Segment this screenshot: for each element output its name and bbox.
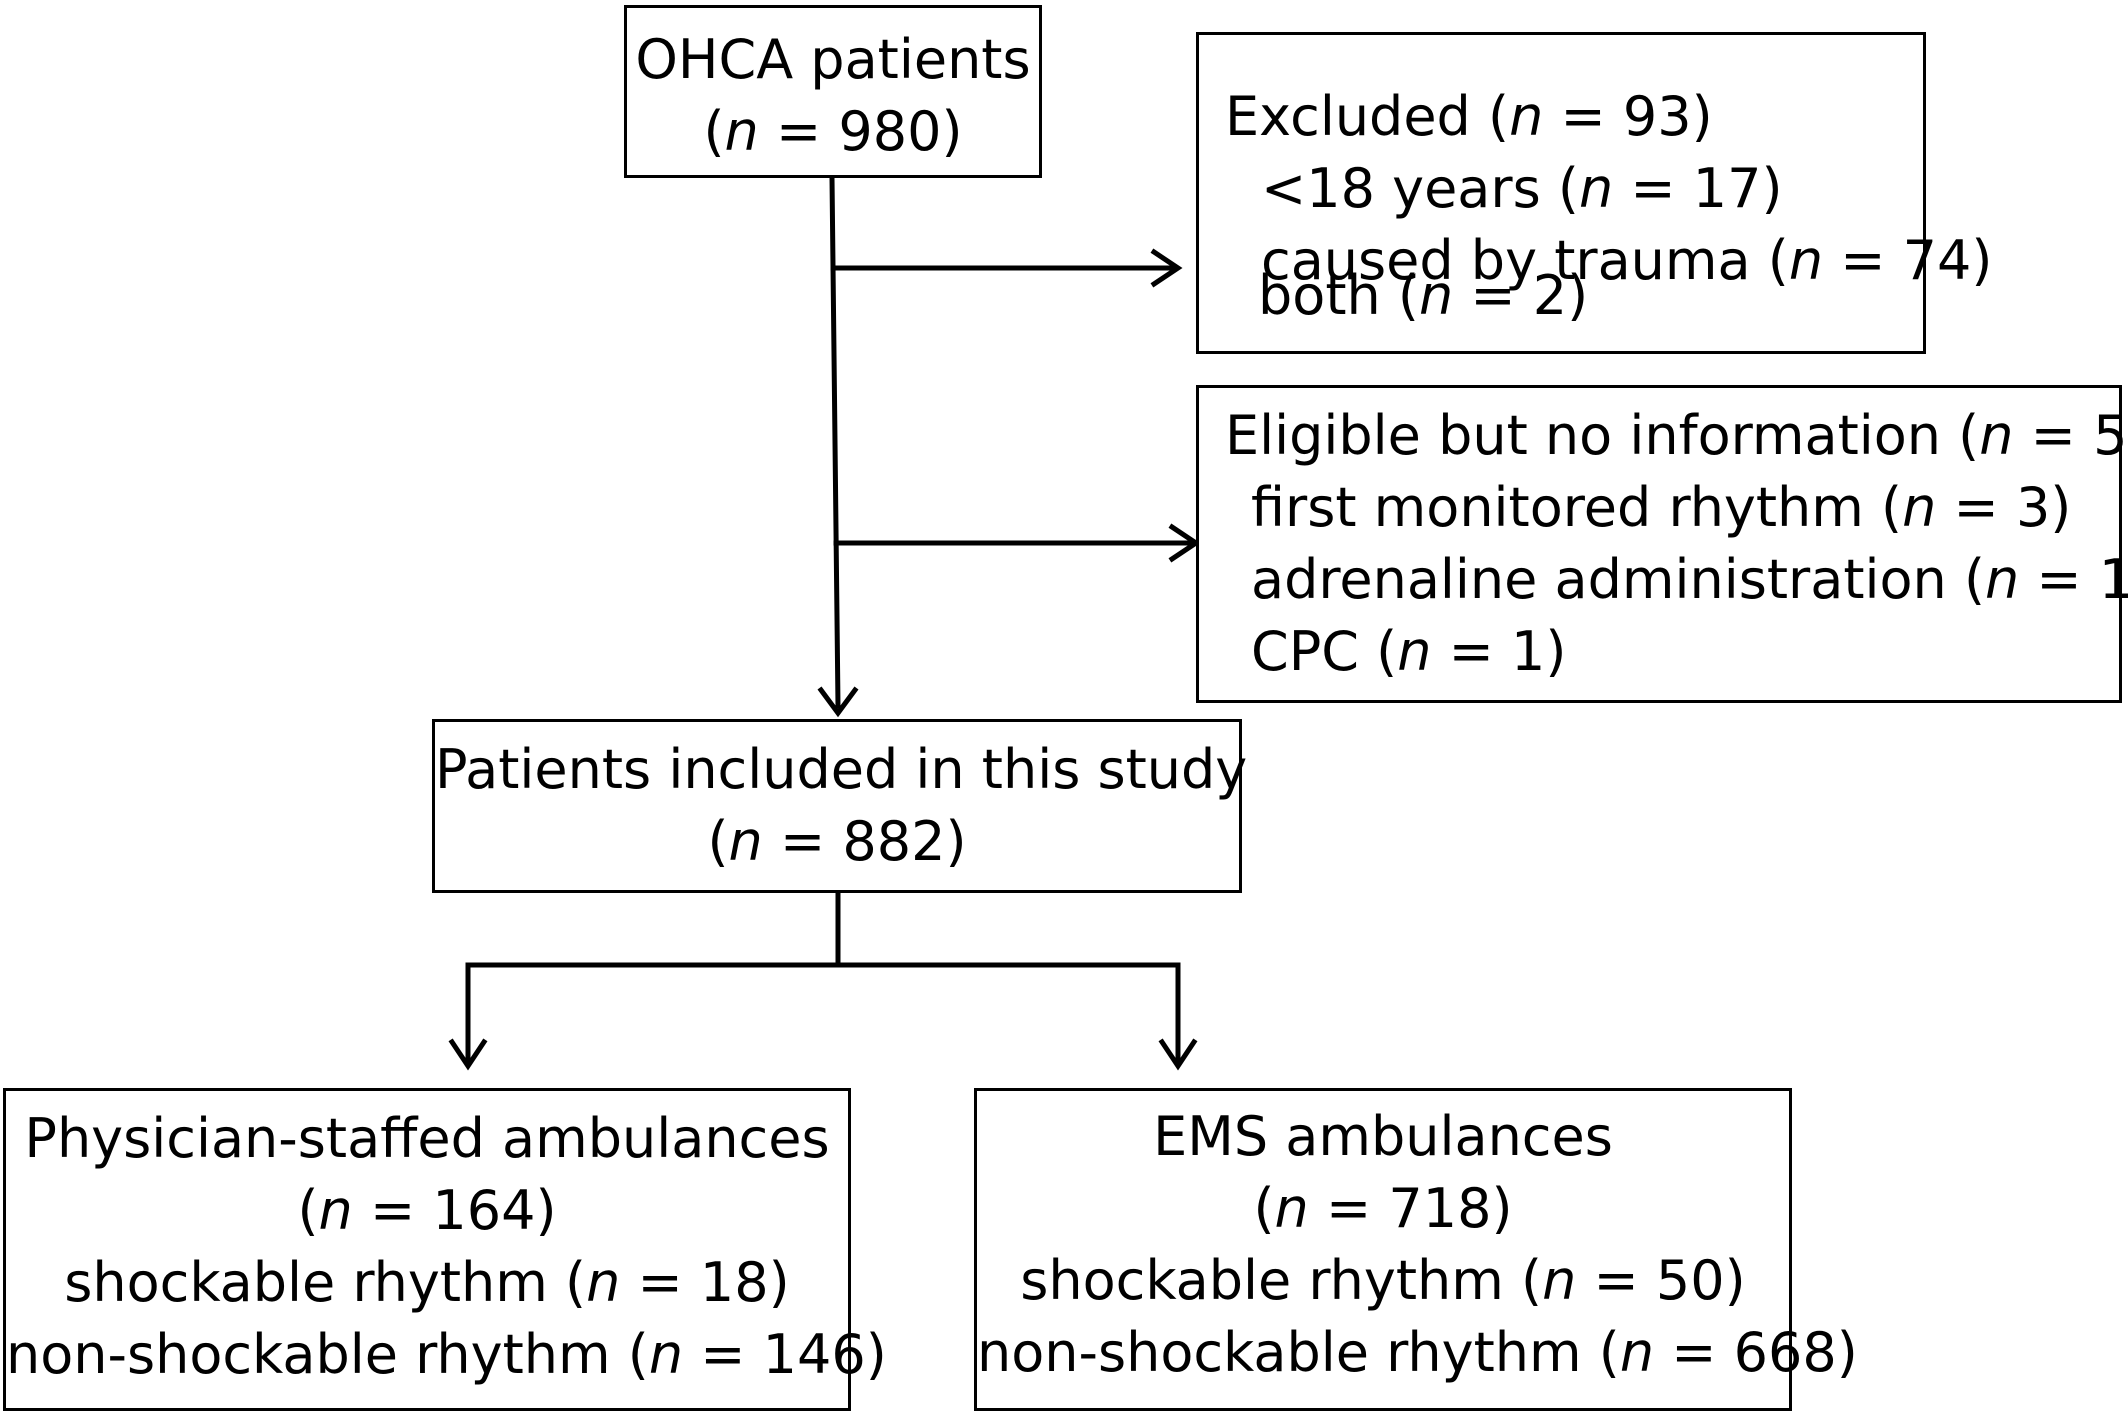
physician-title: Physician-staffed ambulances (24, 1107, 830, 1170)
split-right-arrowhead (1158, 1038, 1198, 1071)
physician-shockable: shockable rhythm (n = 18) (64, 1251, 790, 1314)
included-box: Patients included in this study (n = 882… (432, 719, 1248, 893)
excluded-box: Excluded (n = 93) <18 years (n = 17) cau… (1196, 32, 1992, 354)
no-info-item-cpc: CPC (n = 1) (1251, 620, 1567, 683)
ems-count: (n = 718) (1253, 1177, 1513, 1240)
split-left-arrowhead (448, 1038, 488, 1071)
no-info-box: Eligible but no information (n = 5) firs… (1196, 385, 2128, 703)
physician-box: Physician-staffed ambulances (n = 164) s… (3, 1088, 887, 1411)
ohca-patients-count: (n = 980) (703, 100, 963, 163)
included-title: Patients included in this study (435, 738, 1248, 801)
ems-nonshockable: non-shockable rhythm (n = 668) (977, 1321, 1858, 1384)
physician-count: (n = 164) (297, 1179, 557, 1242)
ems-shockable: shockable rhythm (n = 50) (1020, 1249, 1746, 1312)
ems-box: EMS ambulances (n = 718) shockable rhyth… (974, 1088, 1858, 1411)
trunk-line (829, 175, 841, 709)
no-info-item-rhythm: first monitored rhythm (n = 3) (1251, 476, 2072, 539)
ems-title: EMS ambulances (1153, 1105, 1613, 1168)
no-info-item-adrenaline: adrenaline administration (n = 1) (1251, 548, 2128, 611)
ohca-patients-title: OHCA patients (635, 28, 1031, 91)
excluded-title: Excluded (n = 93) (1225, 85, 1713, 148)
ohca-patients-box: OHCA patients (n = 980) (624, 5, 1042, 178)
physician-nonshockable: non-shockable rhythm (n = 146) (6, 1323, 887, 1386)
trunk-arrowhead (817, 686, 859, 718)
branch-excluded-arrowhead (1150, 248, 1183, 288)
excluded-item-age: <18 years (n = 17) (1261, 157, 1783, 220)
no-info-title: Eligible but no information (n = 5) (1225, 404, 2128, 467)
excluded-item-trauma: caused by trauma (n = 74) (1261, 229, 1993, 292)
included-count: (n = 882) (707, 810, 967, 873)
excluded-item-both-text: both (n = 2) (1258, 264, 1589, 327)
